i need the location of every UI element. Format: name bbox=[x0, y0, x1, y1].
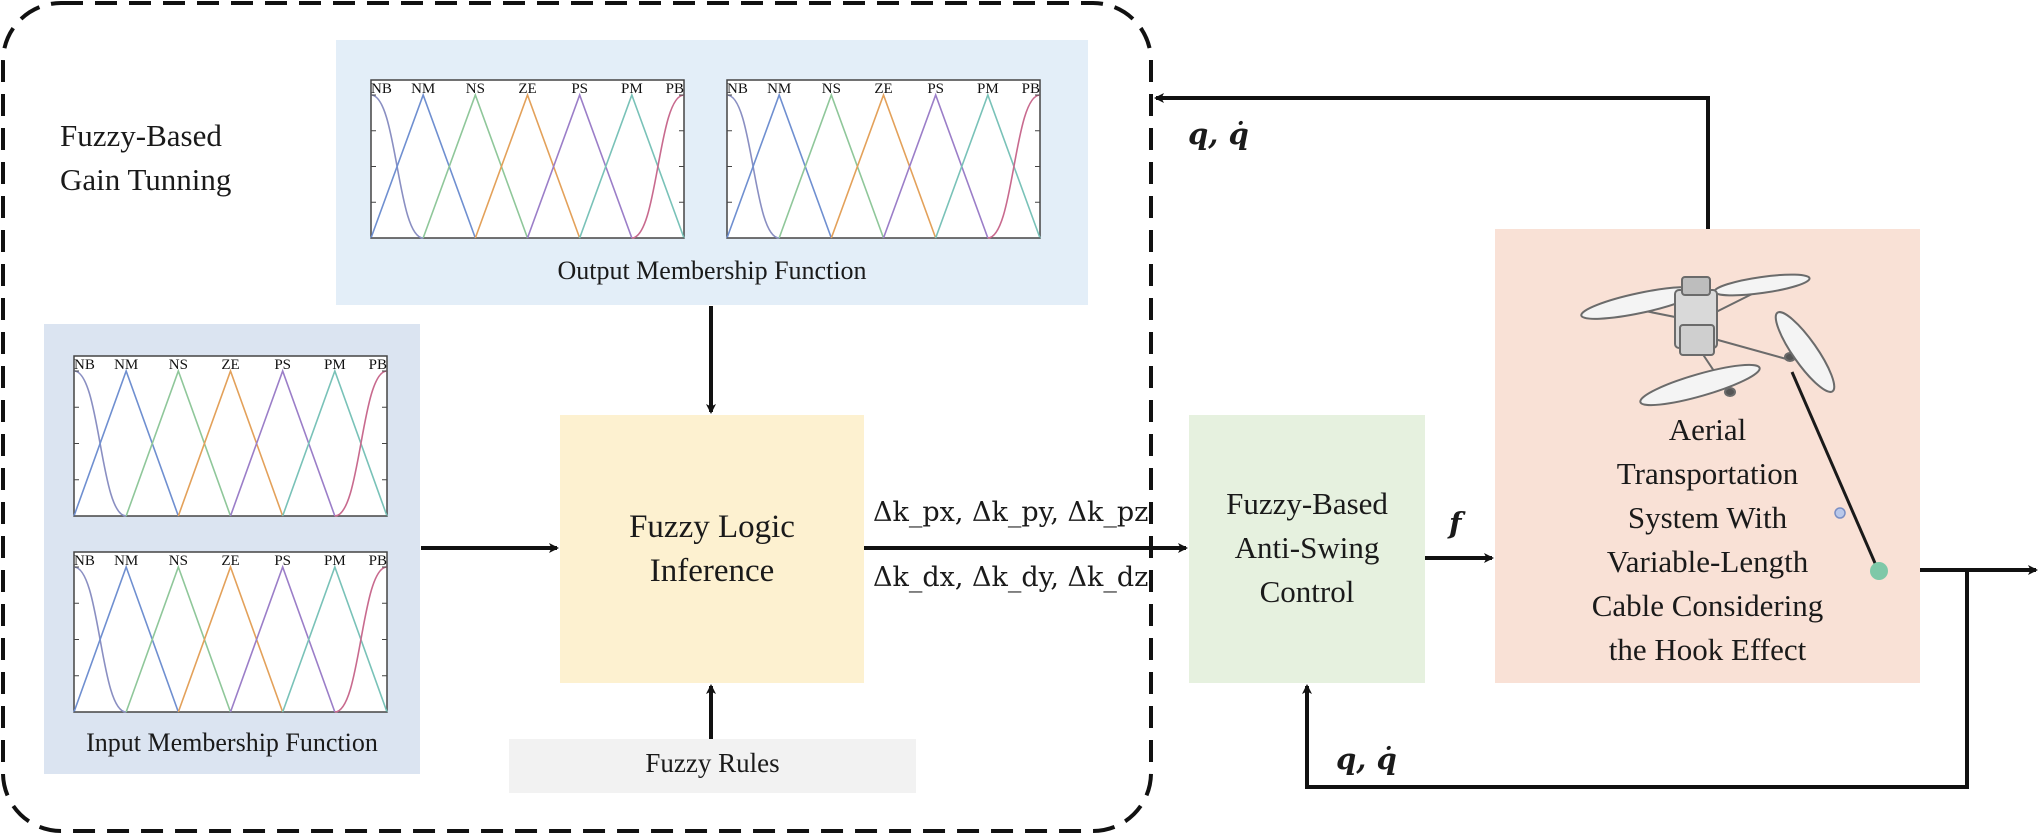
mf-curve-pm bbox=[934, 92, 1041, 239]
mf-curve-nm bbox=[370, 92, 477, 239]
mf-curve-pm bbox=[578, 92, 685, 239]
plant-label: Aerial Transportation System With Variab… bbox=[1591, 412, 1824, 667]
mf-label-pm: PM bbox=[324, 553, 346, 569]
mf-axes-frame bbox=[73, 551, 388, 713]
mf-label-ns: NS bbox=[169, 553, 188, 569]
mf-label-ze: ZE bbox=[221, 357, 239, 373]
mf-curve-pb bbox=[334, 566, 388, 713]
mf-curve-ps bbox=[882, 92, 989, 239]
controller-block bbox=[1189, 415, 1425, 683]
mf-label-pm: PM bbox=[324, 357, 346, 373]
mf-label-pb: PB bbox=[369, 553, 387, 569]
input-mf-caption: Input Membership Function bbox=[86, 728, 378, 757]
mf-curve-ns bbox=[125, 368, 232, 517]
mf-curve-ps bbox=[526, 92, 633, 239]
output-mf-plot-1: NB NM NS ZE PS PM PB bbox=[370, 79, 685, 239]
mf-label-ps: PS bbox=[274, 553, 291, 569]
mf-curve-ps bbox=[229, 564, 336, 713]
mf-curve-pb bbox=[631, 94, 685, 239]
mf-label-ns: NS bbox=[822, 81, 841, 97]
diagram-title: Fuzzy-Based Gain Tunning bbox=[60, 118, 232, 197]
mf-axes-frame bbox=[73, 355, 388, 517]
mf-label-pm: PM bbox=[977, 81, 999, 97]
mf-label-ps: PS bbox=[274, 357, 291, 373]
proportional-gain-increments: Δk_px, Δk_py, Δk_pz bbox=[873, 497, 1149, 528]
input-mf-plot-2: NB NM NS ZE PS PM PB bbox=[73, 551, 388, 713]
mf-label-pb: PB bbox=[666, 81, 684, 97]
hook-icon bbox=[1834, 507, 1846, 519]
fuzzy-logic-block bbox=[560, 415, 864, 683]
mf-axes-frame bbox=[726, 79, 1041, 239]
mf-label-ze: ZE bbox=[221, 553, 239, 569]
mf-curve-nm bbox=[726, 92, 833, 239]
controller-label: Fuzzy-Based Anti-Swing Control bbox=[1226, 486, 1388, 609]
mf-curve-ns bbox=[778, 92, 885, 239]
feedback-bottom-path bbox=[1302, 570, 1969, 789]
cable-line bbox=[1790, 371, 1880, 571]
mf-curve-ze bbox=[830, 92, 937, 239]
quadrotor-icon bbox=[1580, 273, 1836, 407]
mf-label-nb: NB bbox=[74, 357, 95, 373]
fuzzy-rules-label: Fuzzy Rules bbox=[645, 748, 780, 778]
mf-label-nb: NB bbox=[727, 81, 748, 97]
output-mf-plot-2: NB NM NS ZE PS PM PB bbox=[726, 79, 1041, 239]
mf-curve-ze bbox=[177, 564, 284, 713]
mf-axes-frame bbox=[370, 79, 685, 239]
mf-curve-ze bbox=[177, 368, 284, 517]
payload-icon bbox=[1870, 562, 1888, 580]
mf-label-ze: ZE bbox=[874, 81, 892, 97]
force-signal-label: f bbox=[1449, 506, 1462, 540]
mf-label-ps: PS bbox=[571, 81, 588, 97]
mf-label-pb: PB bbox=[369, 357, 387, 373]
output-mf-caption: Output Membership Function bbox=[557, 256, 867, 285]
state-feedback-top-label: q, q̇ bbox=[1188, 117, 1249, 151]
mf-label-pm: PM bbox=[621, 81, 643, 97]
fuzzy-logic-label: Fuzzy Logic Inference bbox=[629, 509, 795, 589]
mf-curve-ns bbox=[422, 92, 529, 239]
mf-curve-nm bbox=[73, 564, 180, 713]
input-mf-plot-1: NB NM NS ZE PS PM PB bbox=[73, 355, 388, 517]
state-feedback-bottom-label: q, q̇ bbox=[1336, 742, 1397, 776]
mf-curve-pm bbox=[281, 564, 388, 713]
mf-curve-nm bbox=[73, 368, 180, 517]
fuzzy-rules-block bbox=[509, 739, 916, 793]
mf-curve-pm bbox=[281, 368, 388, 517]
mf-label-nb: NB bbox=[371, 81, 392, 97]
mf-curve-ze bbox=[474, 92, 581, 239]
mf-label-pb: PB bbox=[1022, 81, 1040, 97]
fuzzy-tuning-boundary bbox=[1, 1, 1153, 833]
mf-curve-pb bbox=[334, 370, 388, 517]
derivative-gain-increments: Δk_dx, Δk_dy, Δk_dz bbox=[873, 562, 1149, 593]
mf-label-ze: ZE bbox=[518, 81, 536, 97]
mf-label-nm: NM bbox=[114, 357, 138, 373]
mf-label-nm: NM bbox=[114, 553, 138, 569]
mf-curve-ns bbox=[125, 564, 232, 713]
mf-label-nm: NM bbox=[767, 81, 791, 97]
mf-curve-ps bbox=[229, 368, 336, 517]
mf-label-nb: NB bbox=[74, 553, 95, 569]
mf-label-ps: PS bbox=[927, 81, 944, 97]
mf-label-ns: NS bbox=[466, 81, 485, 97]
feedback-top-path bbox=[1154, 93, 1710, 229]
mf-curve-pb bbox=[987, 94, 1041, 239]
mf-label-ns: NS bbox=[169, 357, 188, 373]
mf-label-nm: NM bbox=[411, 81, 435, 97]
